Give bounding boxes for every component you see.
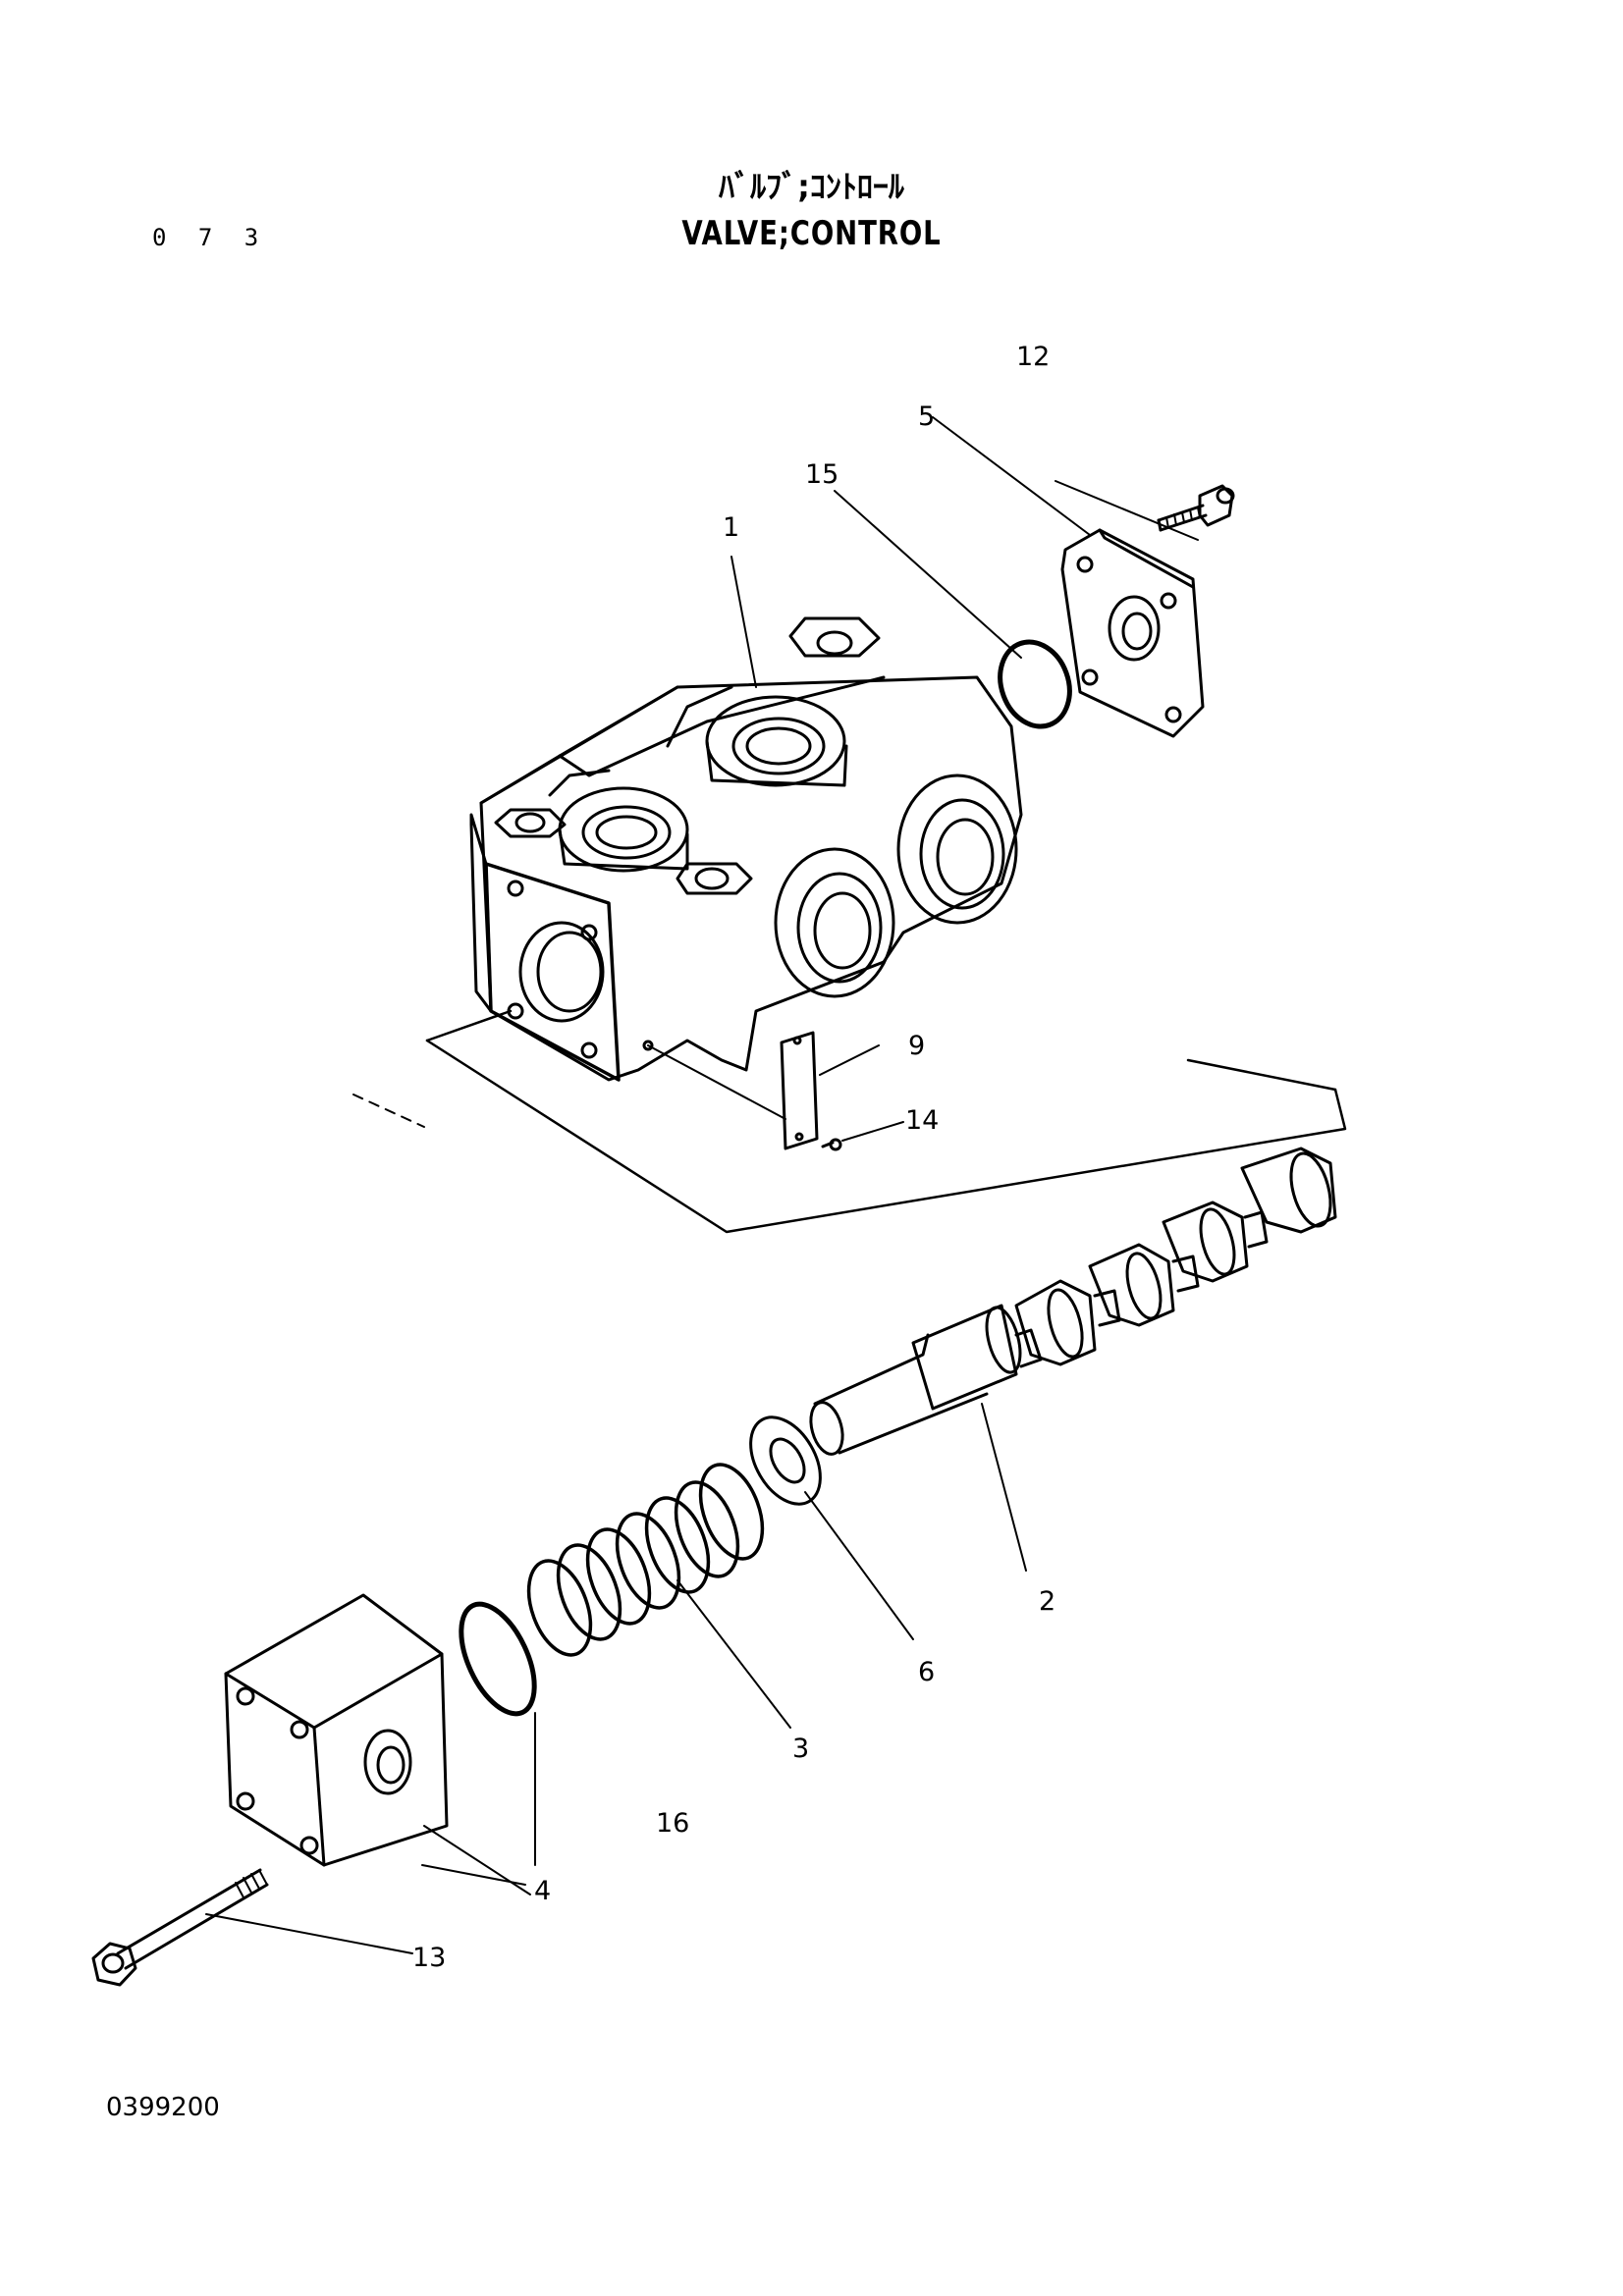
cover-flange-part-5	[1060, 528, 1205, 738]
title-english: VALVE;CONTROL	[681, 214, 942, 253]
callout-3: 3	[792, 1734, 809, 1764]
spool-part-2	[809, 1147, 1337, 1456]
callout-4: 4	[534, 1876, 551, 1906]
callout-12: 12	[1016, 342, 1050, 372]
title-japanese: ﾊﾞﾙﾌﾞ;ｺﾝﾄﾛｰﾙ	[719, 168, 904, 205]
o-ring-part-16	[459, 1601, 537, 1717]
document-number: 0399200	[106, 2093, 220, 2122]
long-bolt-part-13	[91, 1868, 269, 1987]
washer-part-6	[749, 1415, 822, 1506]
callout-15: 15	[805, 459, 839, 490]
end-cover-part-4	[224, 1593, 449, 1867]
callout-5: 5	[918, 401, 935, 432]
nameplate-part-9	[647, 1031, 819, 1150]
rivet-part-14	[821, 1138, 842, 1151]
leader-lines	[205, 416, 1199, 1954]
callout-9: 9	[908, 1031, 925, 1061]
callout-16: 16	[656, 1808, 689, 1839]
o-ring-part-15	[998, 639, 1072, 729]
callouts: 1 2 3 4 5 6 9 12 13 14 15 16	[412, 342, 1055, 1973]
valve-body-part-1	[425, 616, 1347, 1234]
page-number: 0 7 3	[152, 224, 268, 251]
callout-6: 6	[918, 1657, 935, 1687]
callout-14: 14	[905, 1105, 939, 1136]
spring-part-3	[526, 1463, 765, 1657]
callout-1: 1	[723, 512, 739, 543]
cap-screw-part-12	[1157, 484, 1235, 532]
callout-13: 13	[412, 1943, 446, 1973]
callout-2: 2	[1039, 1586, 1055, 1617]
